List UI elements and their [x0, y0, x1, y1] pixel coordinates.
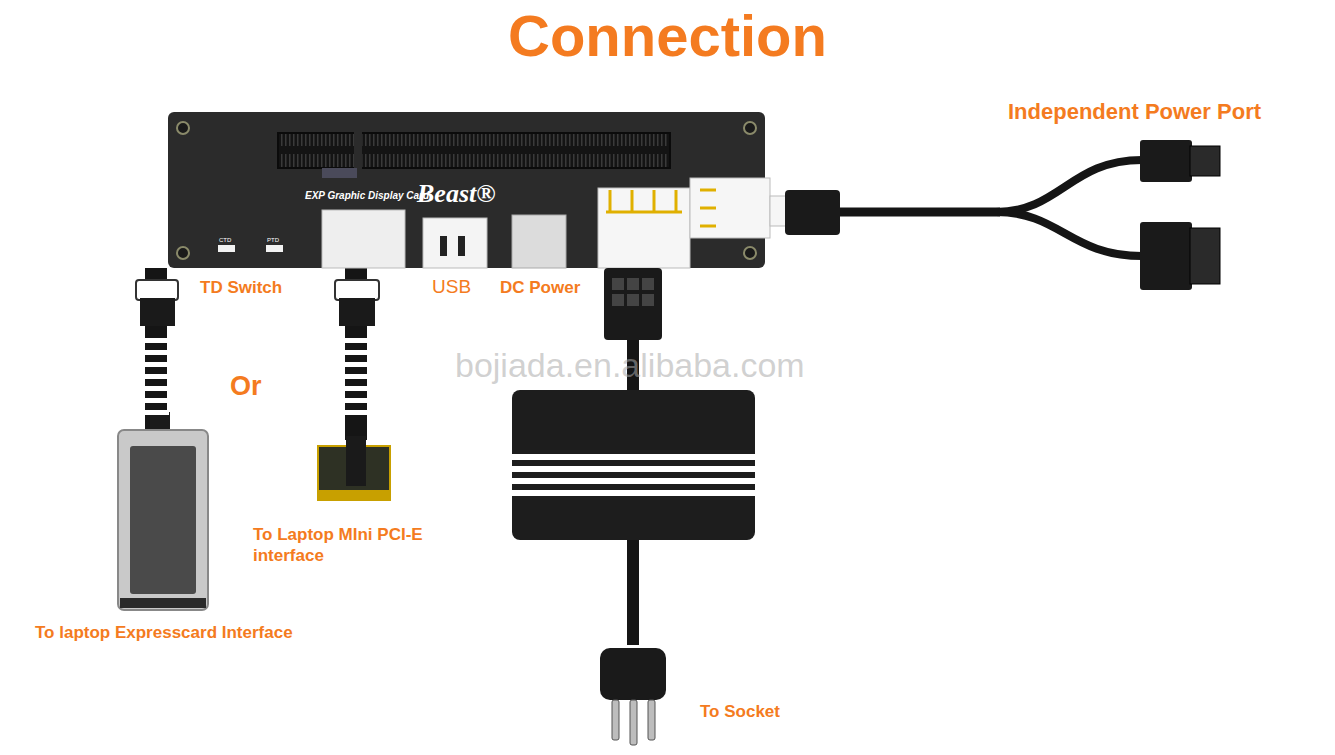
pcie-slot: [278, 133, 670, 168]
plug-head: [136, 280, 178, 300]
stripe: [344, 362, 369, 367]
gold-pins: [700, 190, 716, 226]
pcie-power-plug: [1140, 222, 1192, 290]
stripe: [344, 386, 369, 391]
switch: [266, 245, 283, 252]
connection-label: To Laptop MIni PCI-E interface: [253, 524, 493, 567]
stripe: [144, 374, 169, 379]
connection-target: To Laptop MIni PCI-E interface: [250, 440, 510, 567]
title: Connection: [0, 2, 1335, 69]
part-label: Or: [230, 371, 262, 402]
part-label: TD Switch: [200, 278, 282, 298]
six-pin-socket: [598, 188, 690, 268]
stripe: [144, 362, 169, 367]
stripe: [144, 338, 169, 343]
stripe: [144, 398, 169, 403]
adapter-stripes: [512, 454, 755, 496]
plug-body: [140, 298, 175, 326]
card-label: [130, 446, 196, 594]
stripe: [344, 350, 369, 355]
plug-body: [339, 298, 375, 326]
stripe: [344, 374, 369, 379]
gold-pins: [606, 190, 682, 212]
graphics-dock-board: EXP Graphic Display CardBeast®: [168, 112, 765, 268]
usb-port: [423, 218, 487, 268]
product-line: EXP Graphic Display Card: [305, 191, 429, 201]
stripe: [144, 386, 169, 391]
stripe: [344, 398, 369, 403]
switch-label: PTD: [267, 237, 279, 243]
switch-label: CTD: [219, 237, 231, 243]
connection-label: Independent Power Port: [1008, 98, 1325, 126]
switch: [218, 245, 235, 252]
stripe: [144, 410, 169, 415]
dc-port: [512, 215, 566, 268]
power-plug: [604, 268, 662, 340]
chip: [322, 168, 357, 178]
splitter-cables: [996, 160, 1142, 256]
cable-stripes: [144, 338, 369, 415]
connection-target: To Socket: [595, 645, 835, 722]
watermark: bojiada.en.alibaba.com: [455, 346, 805, 385]
stripe: [344, 338, 369, 343]
stripe: [144, 350, 169, 355]
splitter-plug: [785, 190, 840, 235]
connection-label: To laptop Expresscard Interface: [35, 622, 410, 643]
riser-board: [168, 112, 765, 268]
power-adapter: [512, 390, 755, 540]
stripe: [344, 410, 369, 415]
plug-pins: [612, 278, 654, 306]
pcie-power-plug: [1140, 140, 1192, 182]
power-socket: [690, 178, 770, 238]
part-label: DC Power: [500, 278, 580, 298]
connection-target: Independent Power Port: [1000, 98, 1325, 126]
plug-head: [335, 280, 379, 300]
connection-label: To Socket: [700, 701, 835, 722]
expresscard: [118, 430, 208, 610]
mains-plug: [600, 648, 666, 700]
slot-notch: [354, 131, 362, 170]
cable-port: [322, 210, 405, 268]
plug-prongs: [612, 700, 655, 745]
part-label: USB: [432, 276, 471, 298]
brand-name: Beast®: [417, 181, 496, 207]
